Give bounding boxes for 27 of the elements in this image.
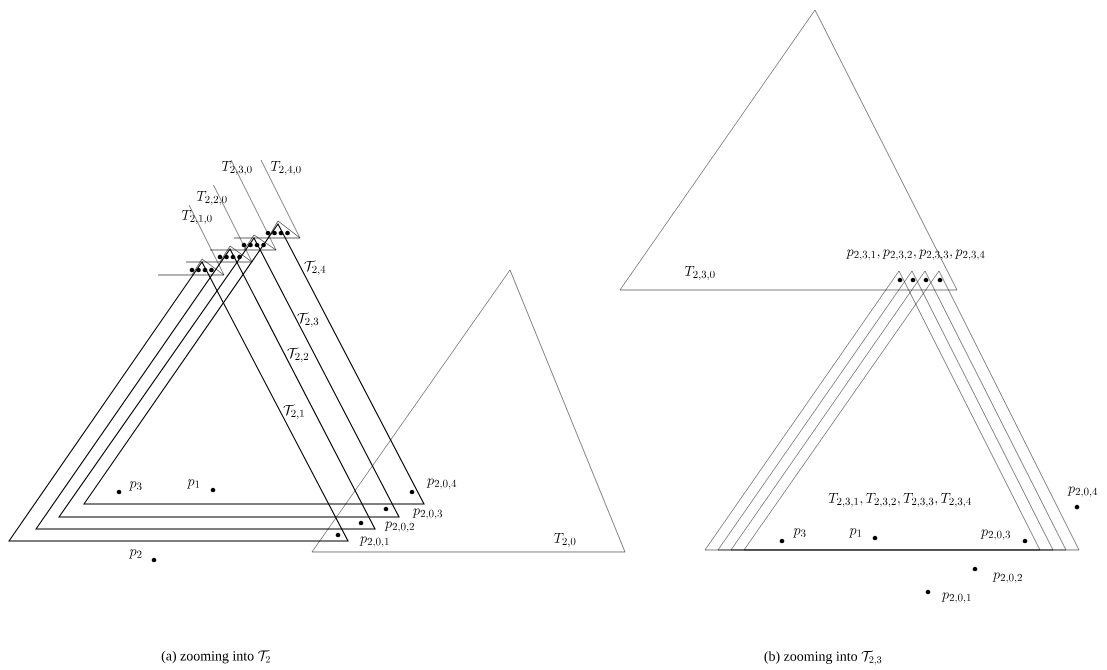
math-label: $T_{2,0}$ (554, 533, 576, 547)
math-label: $p_{2,0,1}$ (359, 536, 389, 548)
math-label: $T_{2,3,0}$ (684, 266, 715, 280)
caption: (a) zooming into $\mathcal{T}_2$ (161, 650, 270, 664)
math-label: $p_{2,0,3}$ (980, 529, 1010, 541)
math-label: $p_{2,0,4}$ (1067, 486, 1098, 498)
math-label: $T_{2,3,0}$ (221, 161, 252, 175)
caption: (b) zooming into $\mathcal{T}_{2,3}$ (764, 650, 882, 665)
math-label: $p_3$ (793, 528, 806, 538)
math-label: $p_{2,0,3}$ (412, 508, 442, 520)
math-label: $T_{2,1,0}$ (181, 210, 212, 224)
math-label: $T_{2,3,1},T_{2,3,2},T_{2,3,3},T_{2,3,4}$ (828, 493, 971, 507)
math-label: $p_{2,0,2}$ (384, 521, 414, 533)
math-label: $p_{2,0,1}$ (941, 592, 971, 604)
math-label: $\mathcal{T}_{2,1}$ (283, 404, 304, 419)
math-label: $p_{2,0,2}$ (992, 572, 1022, 584)
math-label: $T_{2,2,0}$ (196, 191, 227, 205)
math-label: $p_{2,0,4}$ (426, 478, 457, 490)
math-label: $\mathcal{T}_{2,2}$ (287, 347, 309, 362)
math-label: $p_3$ (129, 481, 142, 491)
math-label: $p_2$ (129, 549, 142, 559)
math-label: $p_1$ (187, 479, 200, 489)
math-label: $\mathcal{T}_{2,4}$ (304, 260, 326, 275)
math-label: $\mathcal{T}_{2,3}$ (297, 312, 319, 327)
math-label: $p_1$ (849, 528, 862, 538)
math-label: $p_{2,3,1},p_{2,3,2},p_{2,3,3},p_{2,3,4}$ (846, 249, 985, 261)
math-label: $T_{2,4,0}$ (270, 161, 301, 175)
